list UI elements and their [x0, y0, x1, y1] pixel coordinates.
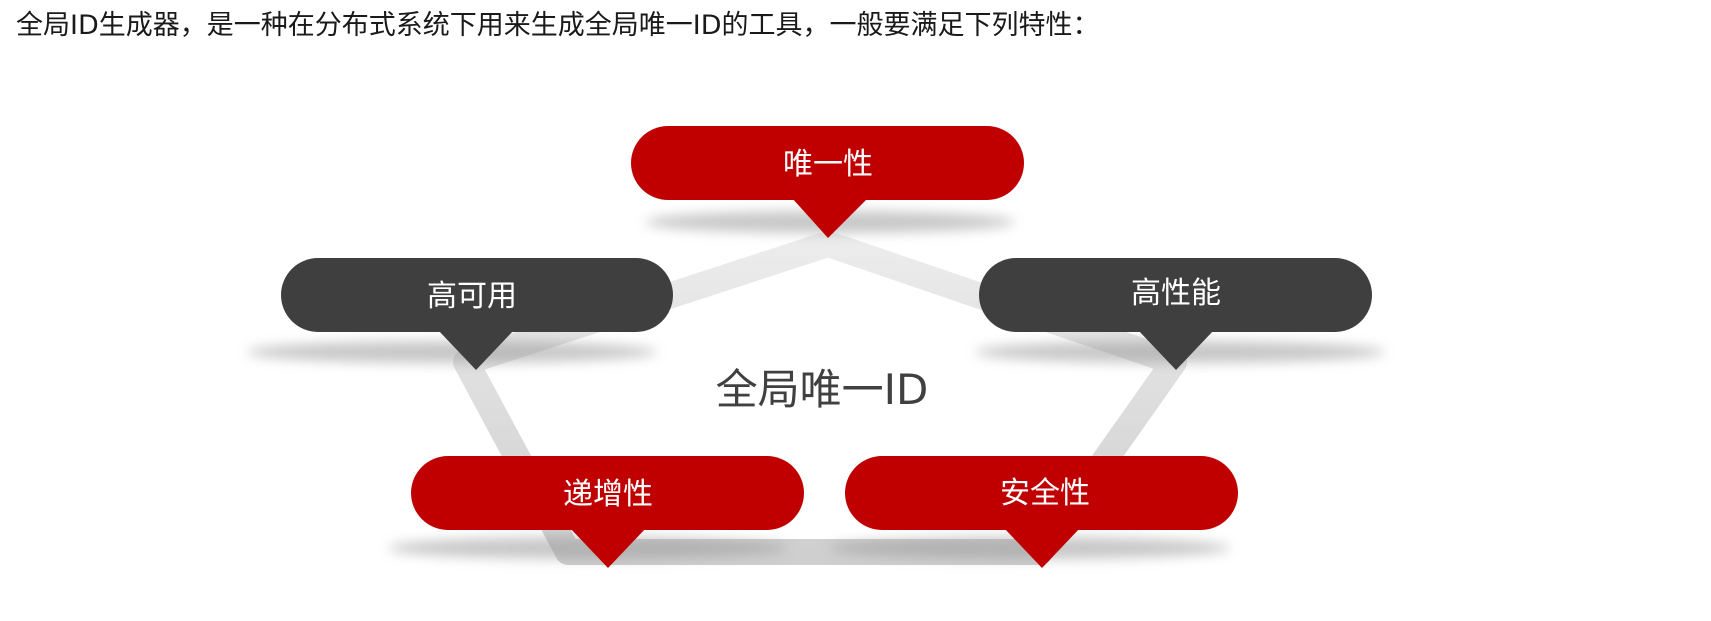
node-uniqueness-label: 唯一性 — [783, 147, 873, 182]
node-high-performance-label: 高性能 — [1131, 276, 1221, 311]
node-incremental: 递增性 — [411, 456, 804, 568]
node-high-availability: 高可用 — [281, 258, 673, 370]
node-security: 安全性 — [845, 456, 1238, 568]
node-incremental-label: 递增性 — [563, 477, 653, 512]
node-high-performance: 高性能 — [979, 258, 1372, 370]
node-security-label: 安全性 — [1000, 476, 1090, 511]
center-label: 全局唯一ID — [716, 365, 929, 414]
node-uniqueness: 唯一性 — [631, 126, 1024, 238]
node-high-availability-label: 高可用 — [427, 279, 517, 314]
intro-text: 全局ID生成器，是一种在分布式系统下用来生成全局唯一ID的工具，一般要满足下列特… — [16, 10, 1100, 41]
pill-shadows — [247, 211, 1385, 559]
